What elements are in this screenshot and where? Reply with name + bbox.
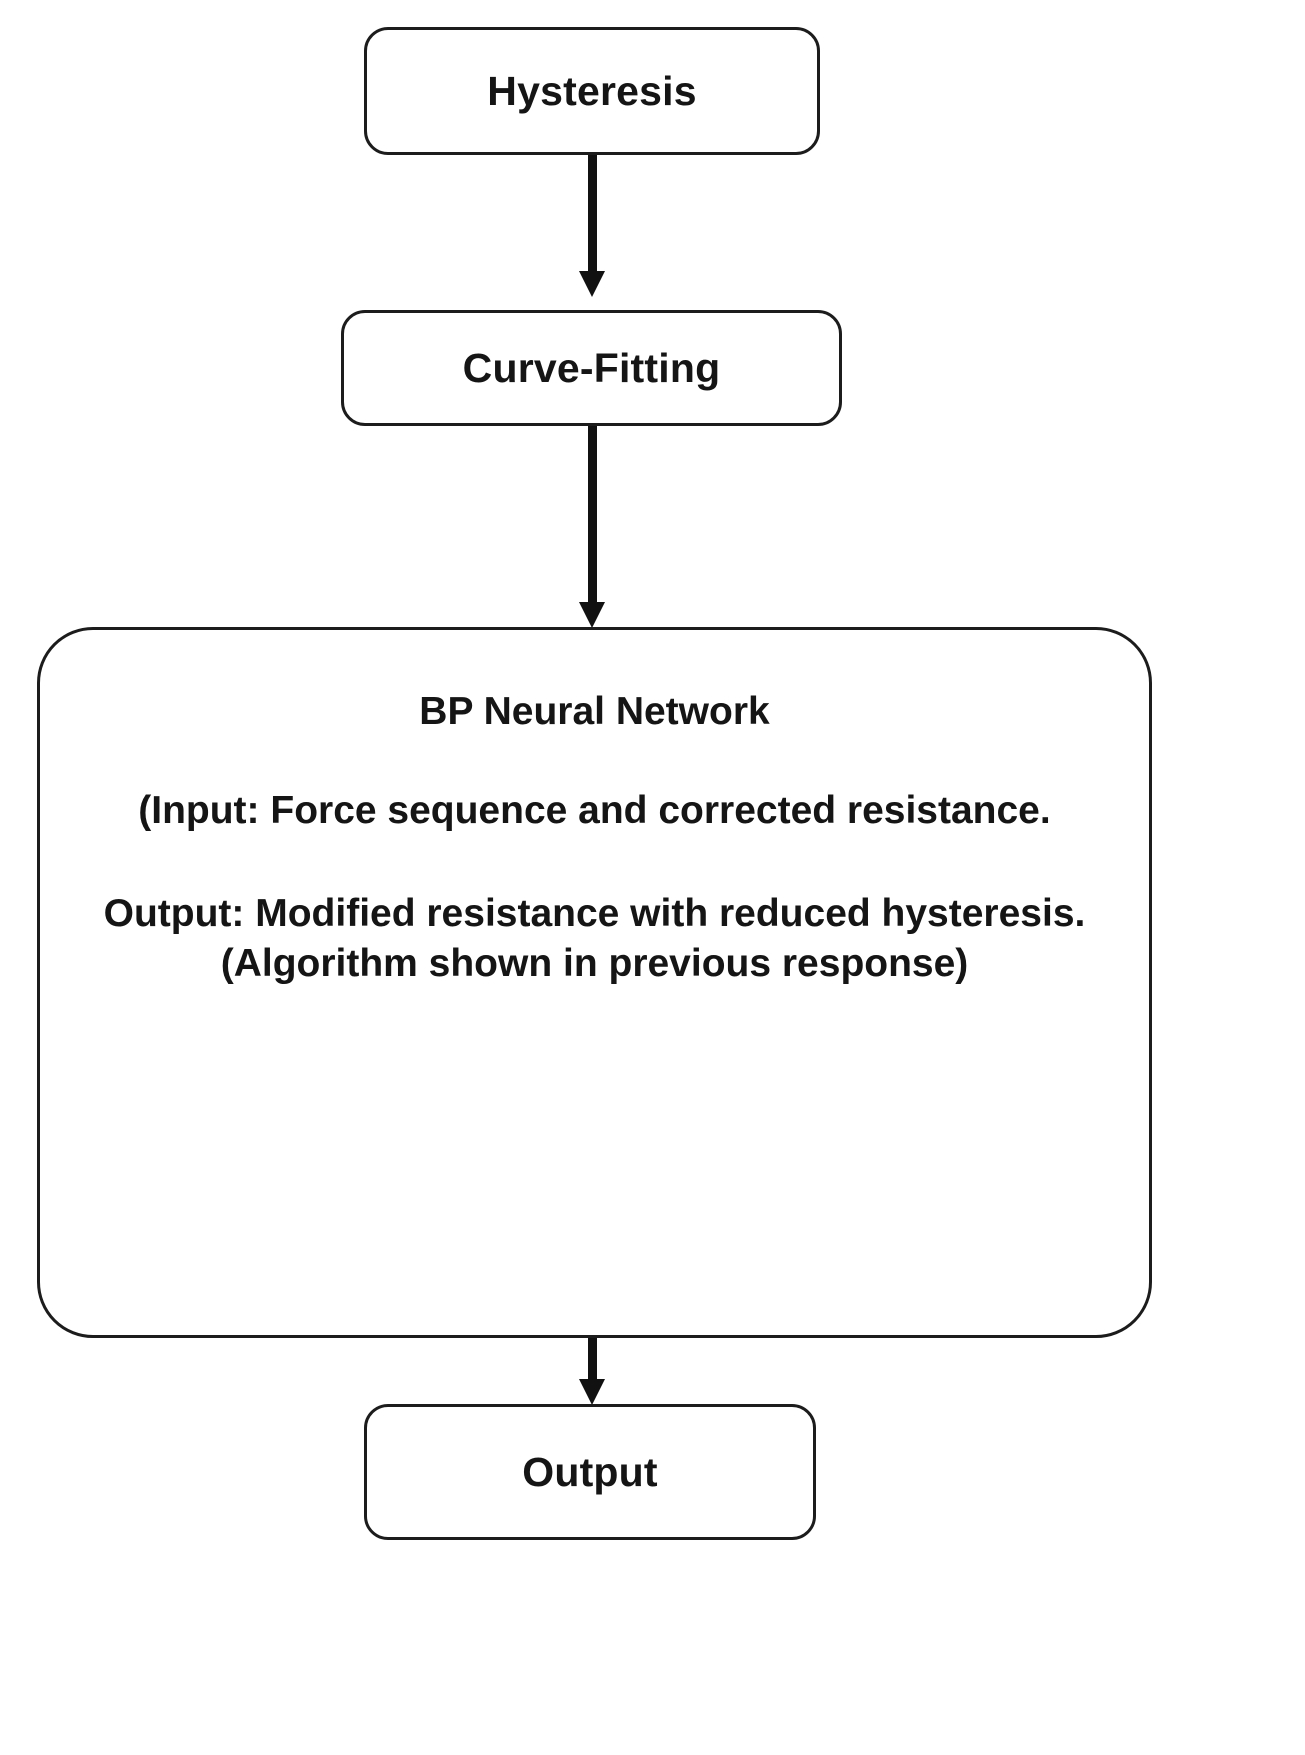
node-hysteresis-label: Hysteresis — [487, 67, 697, 114]
arrow-shaft — [588, 426, 597, 604]
node-curve-fitting-label: Curve-Fitting — [462, 344, 721, 391]
arrow-curve-fitting-to-bp-neural-network — [579, 426, 605, 628]
arrow-shaft — [588, 155, 597, 273]
arrow-hysteresis-to-curve-fitting — [579, 155, 605, 297]
node-hysteresis[interactable]: Hysteresis — [364, 27, 820, 155]
node-output[interactable]: Output — [364, 1404, 816, 1540]
node-output-label: Output — [522, 1448, 658, 1495]
arrow-shaft — [588, 1338, 597, 1381]
arrow-head-icon — [579, 1379, 605, 1405]
node-bp-neural-network-title: BP Neural Network — [419, 690, 770, 733]
arrow-head-icon — [579, 271, 605, 297]
arrow-head-icon — [579, 602, 605, 628]
node-curve-fitting[interactable]: Curve-Fitting — [341, 310, 842, 426]
node-bp-neural-network[interactable]: BP Neural Network (Input: Force sequence… — [37, 627, 1152, 1338]
arrow-bp-neural-network-to-output — [579, 1338, 605, 1405]
node-bp-neural-network-output-text: Output: Modified resistance with reduced… — [103, 891, 1086, 986]
node-bp-neural-network-input-text: (Input: Force sequence and corrected res… — [138, 789, 1051, 832]
